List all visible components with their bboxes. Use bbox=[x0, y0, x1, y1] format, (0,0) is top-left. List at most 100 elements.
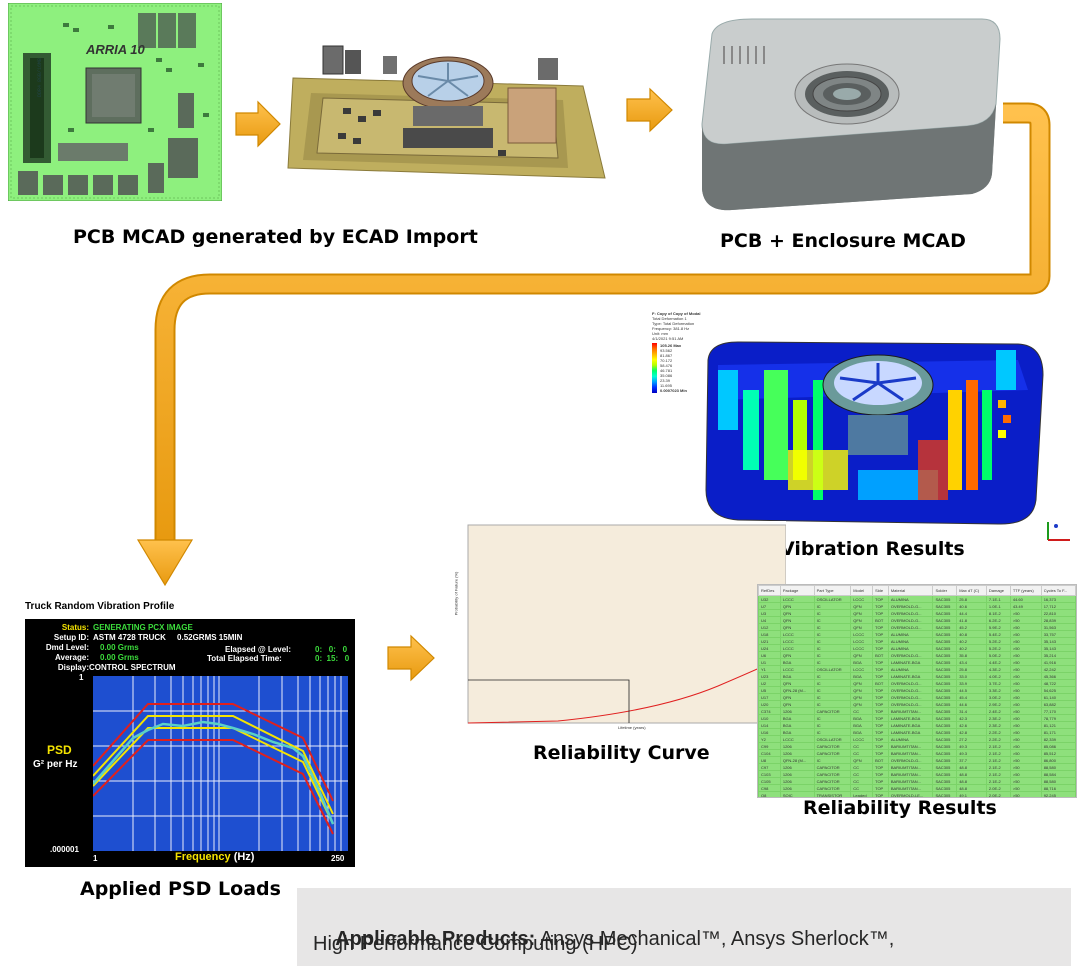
vibration-legend-line-2: Type: Total Deformation bbox=[652, 321, 695, 326]
table-cell: TOP bbox=[872, 770, 889, 778]
table-cell: SAC305 bbox=[932, 595, 958, 603]
table-cell: 81,121 bbox=[1040, 721, 1076, 729]
psd-status-value: GENERATING PCX IMAGE bbox=[93, 623, 193, 632]
vibration-legend-value-2: 81.867 bbox=[660, 353, 673, 358]
table-cell: SAC305 bbox=[932, 742, 958, 750]
table-cell: BARIUMTITAN... bbox=[887, 749, 934, 757]
table-header-cell[interactable]: Damage bbox=[985, 585, 1011, 596]
table-cell: BARIUMTITAN... bbox=[887, 763, 934, 771]
table-cell: 48.8 bbox=[956, 777, 987, 785]
table-cell: IC bbox=[813, 658, 852, 666]
table-cell: C99 bbox=[758, 742, 781, 750]
table-cell: TOP bbox=[872, 602, 889, 610]
table-cell: QFN-28 (M... bbox=[779, 686, 815, 694]
vibration-legend-value-7: 23.39 bbox=[660, 378, 671, 383]
psd-setup-value: ASTM 4728 TRUCK 0.52GRMS 15MIN bbox=[93, 633, 243, 642]
table-cell: >50 bbox=[1009, 616, 1042, 624]
products-label: Applicable Products: bbox=[335, 928, 536, 950]
table-cell: >50 bbox=[1009, 742, 1042, 750]
table-cell: IC bbox=[813, 644, 852, 652]
table-header-cell[interactable]: TTF (years) bbox=[1009, 585, 1042, 596]
table-header-cell[interactable]: Side bbox=[872, 585, 889, 596]
table-header-cell[interactable]: Max dT (C) bbox=[956, 585, 987, 596]
vibration-legend-value-3: 70.172 bbox=[660, 358, 673, 363]
table-cell: IC bbox=[813, 637, 852, 645]
table-cell: TOP bbox=[872, 623, 889, 631]
pcb-board-label: ARRIA 10 bbox=[86, 42, 145, 57]
table-cell: TOP bbox=[872, 735, 889, 743]
table-cell: 35,143 bbox=[1040, 644, 1076, 652]
table-cell: QFN bbox=[779, 602, 815, 610]
table-cell: 37.7 bbox=[956, 756, 987, 764]
table-cell: 41,916 bbox=[1040, 658, 1076, 666]
table-cell: TOP bbox=[872, 665, 889, 673]
vibration-legend-line-5: 4/1/2021 9:51 AM bbox=[652, 336, 684, 341]
table-cell: OVERMOLD-G... bbox=[887, 651, 934, 659]
table-header-cell[interactable]: Model bbox=[850, 585, 874, 596]
table-cell: SAC305 bbox=[932, 623, 958, 631]
table-cell: TOP bbox=[872, 609, 889, 617]
table-cell: 35,214 bbox=[1040, 651, 1076, 659]
table-cell: >50 bbox=[1009, 672, 1042, 680]
table-cell: U8 bbox=[758, 756, 781, 764]
vibration-legend-value-5: 46.781 bbox=[660, 368, 673, 373]
table-header-cell[interactable]: Cycles To F... bbox=[1040, 585, 1076, 596]
table-cell: >50 bbox=[1009, 707, 1042, 715]
arrow-down-head bbox=[136, 539, 194, 587]
psd-y-top: 1 bbox=[79, 673, 84, 682]
table-cell: BGA bbox=[779, 672, 815, 680]
table-cell: BGA bbox=[779, 728, 815, 736]
table-header-cell[interactable]: RefDes bbox=[758, 585, 781, 596]
table-cell: 8.1E-2 bbox=[985, 609, 1011, 617]
psd-x-right: 250 bbox=[331, 854, 345, 863]
table-cell: U12 bbox=[758, 623, 781, 631]
table-cell: LAMINATE-BGA bbox=[887, 672, 934, 680]
table-cell: SAC305 bbox=[932, 700, 958, 708]
table-cell: QFN bbox=[779, 651, 815, 659]
table-header-cell[interactable]: Part Type bbox=[813, 585, 852, 596]
table-header-cell[interactable]: Material bbox=[887, 585, 934, 596]
table-cell: IC bbox=[813, 714, 852, 722]
applicable-products-box: Applicable Products: Ansys Mechanical™, … bbox=[297, 888, 1071, 966]
table-header-cell[interactable]: Package bbox=[779, 585, 815, 596]
table-cell: BGA bbox=[779, 721, 815, 729]
table-header-cell[interactable]: Solder bbox=[932, 585, 958, 596]
table-cell: 2.1E-2 bbox=[985, 749, 1011, 757]
table-cell: 48.8 bbox=[956, 763, 987, 771]
table-cell: 31.4 bbox=[956, 707, 987, 715]
table-cell: IC bbox=[813, 693, 852, 701]
table-cell: QFN bbox=[850, 700, 874, 708]
table-cell: IC bbox=[813, 602, 852, 610]
table-cell: Y1 bbox=[758, 665, 781, 673]
table-cell: BGA bbox=[779, 658, 815, 666]
